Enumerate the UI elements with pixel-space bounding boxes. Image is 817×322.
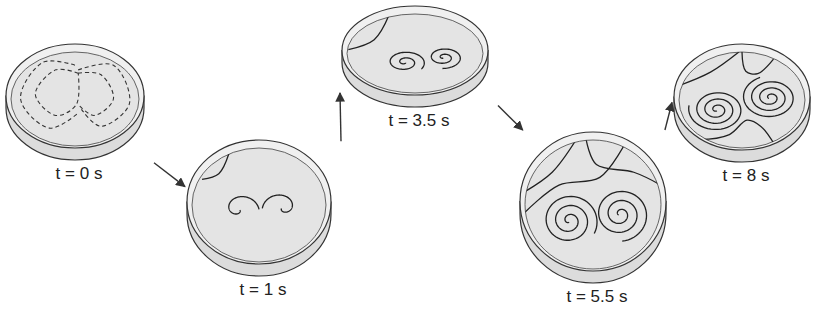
dish-floor <box>525 140 661 269</box>
dish-floor <box>11 52 139 146</box>
dish-drawing <box>4 42 146 162</box>
spiral-wave <box>390 52 424 69</box>
time-arrow <box>340 93 341 141</box>
stir-path <box>78 64 130 126</box>
time-label: t = 1 s <box>185 278 341 300</box>
stir-path <box>78 72 113 115</box>
stir-path <box>21 61 79 128</box>
time-label: t = 8 s <box>672 164 817 186</box>
spiral-wave <box>599 191 647 241</box>
wave-front <box>202 154 229 180</box>
dish-rim <box>187 140 331 264</box>
time-label: t = 3.5 s <box>340 109 498 131</box>
dish-rim <box>6 44 144 148</box>
dish-drawing <box>672 42 812 164</box>
spiral-wave <box>431 49 460 68</box>
spiral-wave <box>262 195 292 212</box>
wave-pattern <box>679 52 793 148</box>
wave-pattern <box>202 154 292 214</box>
dish-rim <box>520 132 666 271</box>
wave-pattern <box>21 61 130 128</box>
stir-path <box>35 69 79 115</box>
wave-pattern <box>348 15 460 70</box>
dish-floor <box>347 14 483 93</box>
wave-front <box>679 120 777 148</box>
dish-floor <box>192 148 326 262</box>
time-label: t = 5.5 s <box>518 285 676 307</box>
wave-front <box>525 140 576 192</box>
wave-front <box>679 52 739 86</box>
dish-floor <box>679 52 805 148</box>
spiral-wave <box>229 197 259 214</box>
dish-rim <box>674 44 810 150</box>
wave-front <box>742 52 774 74</box>
wave-front <box>586 140 661 185</box>
dish-drawing <box>518 130 668 285</box>
petri-dish: t = 1 s <box>185 138 341 300</box>
time-arrow <box>498 106 523 130</box>
wave-front <box>348 15 389 50</box>
wave-pattern <box>525 140 661 241</box>
dish-rim <box>342 6 488 95</box>
petri-dish: t = 0 s <box>4 42 154 184</box>
wave-front <box>525 140 627 212</box>
time-arrow <box>154 163 185 187</box>
time-arrow <box>665 102 672 130</box>
petri-dish: t = 8 s <box>672 42 817 186</box>
dish-drawing <box>185 138 333 278</box>
spiral-wave <box>744 77 794 116</box>
spiral-wave <box>689 93 741 130</box>
petri-dish: t = 3.5 s <box>340 4 498 131</box>
dish-drawing <box>340 4 490 109</box>
spiral-wave <box>546 196 597 240</box>
time-label: t = 0 s <box>4 162 154 184</box>
petri-dish: t = 5.5 s <box>518 130 676 307</box>
